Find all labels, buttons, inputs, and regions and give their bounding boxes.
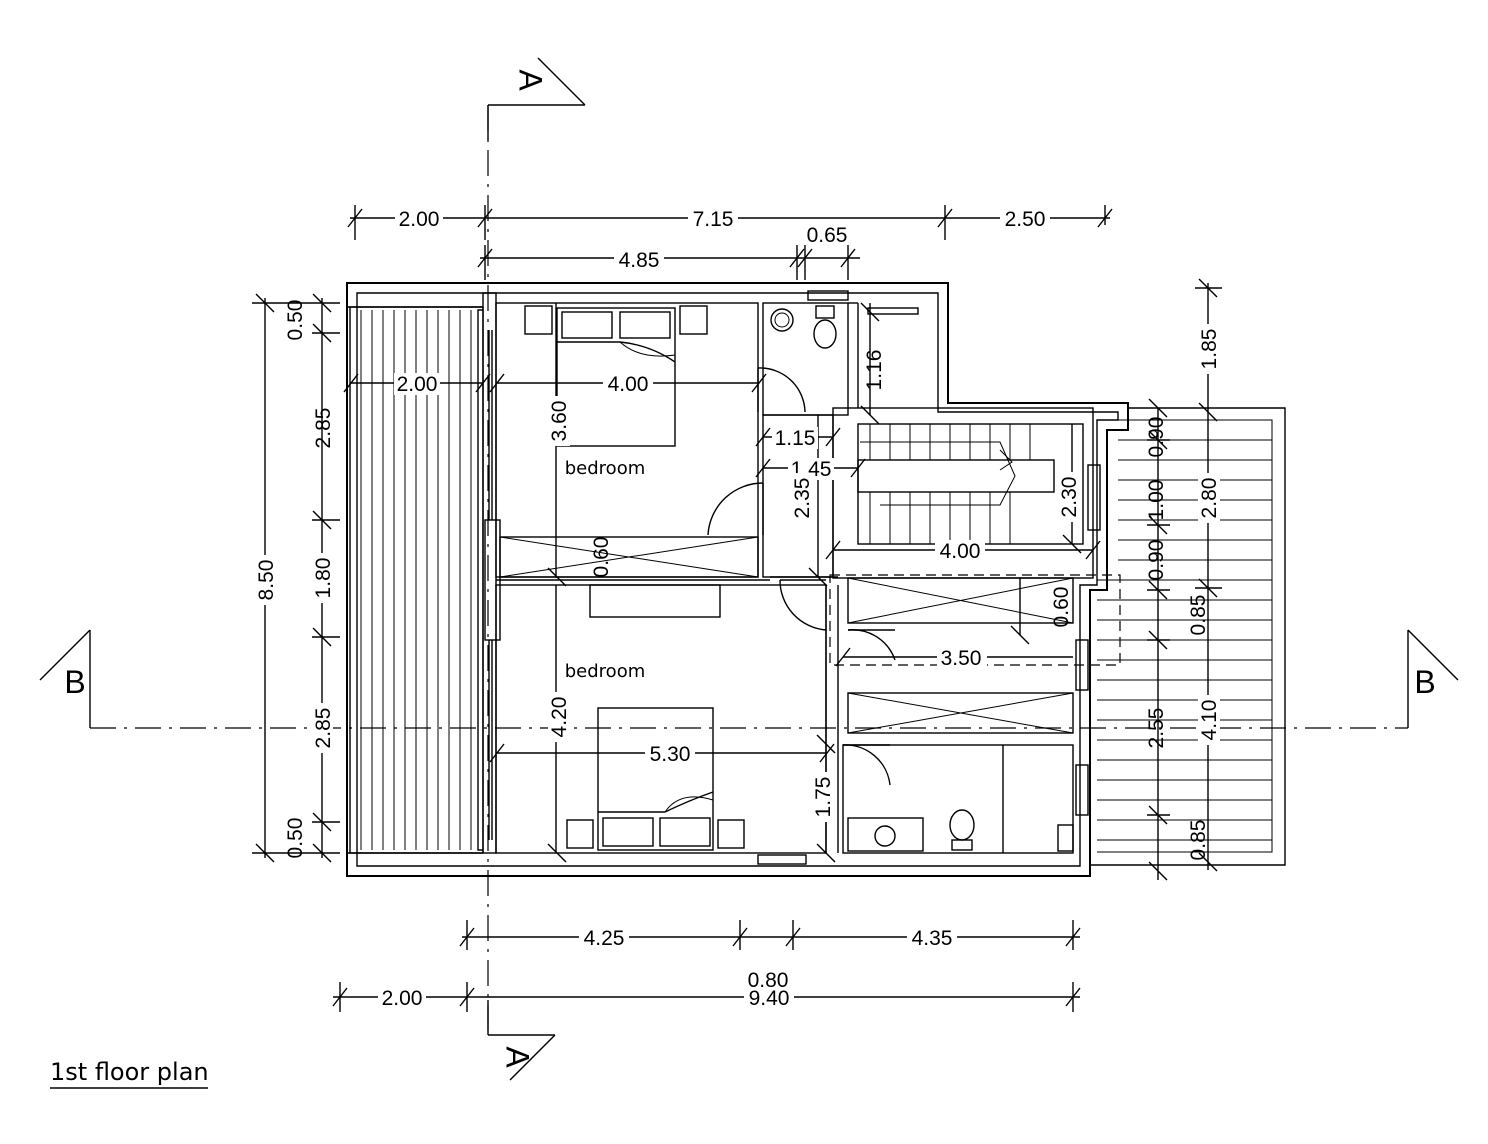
dim-left-0-50-top: 0.50: [284, 300, 307, 341]
room-label-bedroom-lower: bedroom: [565, 661, 646, 682]
dim-bath-1-16: 1.16: [863, 350, 886, 391]
dim-closet-0-60-right: 0.60: [1050, 587, 1073, 628]
room-label-bedroom-upper: bedroom: [565, 458, 646, 479]
dim-top-4-85: 4.85: [619, 249, 660, 272]
dim-left-8-50: 8.50: [255, 560, 278, 601]
doors: [707, 367, 896, 786]
section-label-b-right: B: [1414, 664, 1435, 700]
dim-right-1-00: 1.00: [1145, 480, 1168, 521]
dim-bed1-3-60: 3.60: [548, 401, 571, 442]
dim-hall-1-15: 1.15: [775, 427, 816, 450]
wardrobe-upper: [499, 536, 759, 578]
dim-hall-2-35: 2.35: [791, 478, 814, 519]
dim-right-1-85: 1.85: [1198, 329, 1221, 370]
section-axis-b: [39, 629, 1459, 729]
dim-left-2-85-bottom: 2.85: [312, 708, 335, 749]
dim-closet-3-50: 3.50: [941, 647, 982, 670]
dim-balcony-2-00: 2.00: [397, 373, 438, 396]
dim-bottom-9-40: 9.40: [749, 987, 790, 1010]
dresser: [589, 584, 721, 618]
dim-bottom-0-80: 0.80: [748, 969, 789, 992]
dim-top-7-15: 7.15: [693, 208, 734, 231]
nightstand: [524, 305, 553, 335]
dim-bottom-4-35: 4.35: [912, 927, 953, 950]
dim-right-4-10: 4.10: [1198, 700, 1221, 741]
bathroom-upper-fixtures: [770, 305, 919, 349]
drawing-title: 1st floor plan: [50, 1058, 209, 1086]
closet-hall: [829, 574, 1121, 734]
staircase: [857, 423, 1084, 545]
dim-stair-4-00: 4.00: [940, 540, 981, 563]
bed-lower: [597, 707, 714, 851]
dim-left-0-50-bottom: 0.50: [284, 818, 307, 859]
dim-bed2-4-20: 4.20: [548, 697, 571, 738]
dim-bottom-4-25: 4.25: [584, 927, 625, 950]
dim-top-0-65: 0.65: [807, 224, 848, 247]
dim-right-0-90-top: 0.90: [1145, 417, 1168, 458]
dim-bed1-4-00: 4.00: [608, 373, 649, 396]
bed-upper: [556, 307, 676, 447]
nightstand: [566, 819, 594, 849]
dim-right-2-55: 2.55: [1145, 708, 1168, 749]
section-label-a-bottom: A: [500, 1046, 536, 1068]
section-label-b-left: B: [64, 664, 85, 700]
bathroom-lower-fixtures: [847, 809, 1074, 852]
dimension-lines: [252, 205, 1222, 1012]
section-axis-a: [487, 57, 586, 1081]
balcony-left: [349, 306, 484, 854]
dim-bath2-1-75: 1.75: [812, 777, 835, 818]
dim-right-0-85-top: 0.85: [1187, 595, 1210, 636]
dim-closet-0-60-left: 0.60: [590, 537, 613, 578]
dim-bottom-2-00: 2.00: [382, 987, 423, 1010]
section-label-a-top: A: [513, 69, 549, 91]
dim-bed2-5-30: 5.30: [650, 743, 691, 766]
dim-top-2-50: 2.50: [1005, 208, 1046, 231]
terrace-right: [1090, 407, 1286, 866]
dim-right-2-80: 2.80: [1198, 478, 1221, 519]
windows: [484, 290, 1101, 865]
nightstand: [679, 305, 708, 335]
dim-right-0-85-bottom: 0.85: [1187, 820, 1210, 861]
dim-right-0-90-bottom: 0.90: [1145, 540, 1168, 581]
nightstand: [717, 819, 745, 849]
dim-left-2-85-top: 2.85: [312, 408, 335, 449]
dim-left-1-80: 1.80: [312, 558, 335, 599]
dim-top-2-00: 2.00: [399, 208, 440, 231]
dim-stair-2-30: 2.30: [1058, 477, 1081, 518]
